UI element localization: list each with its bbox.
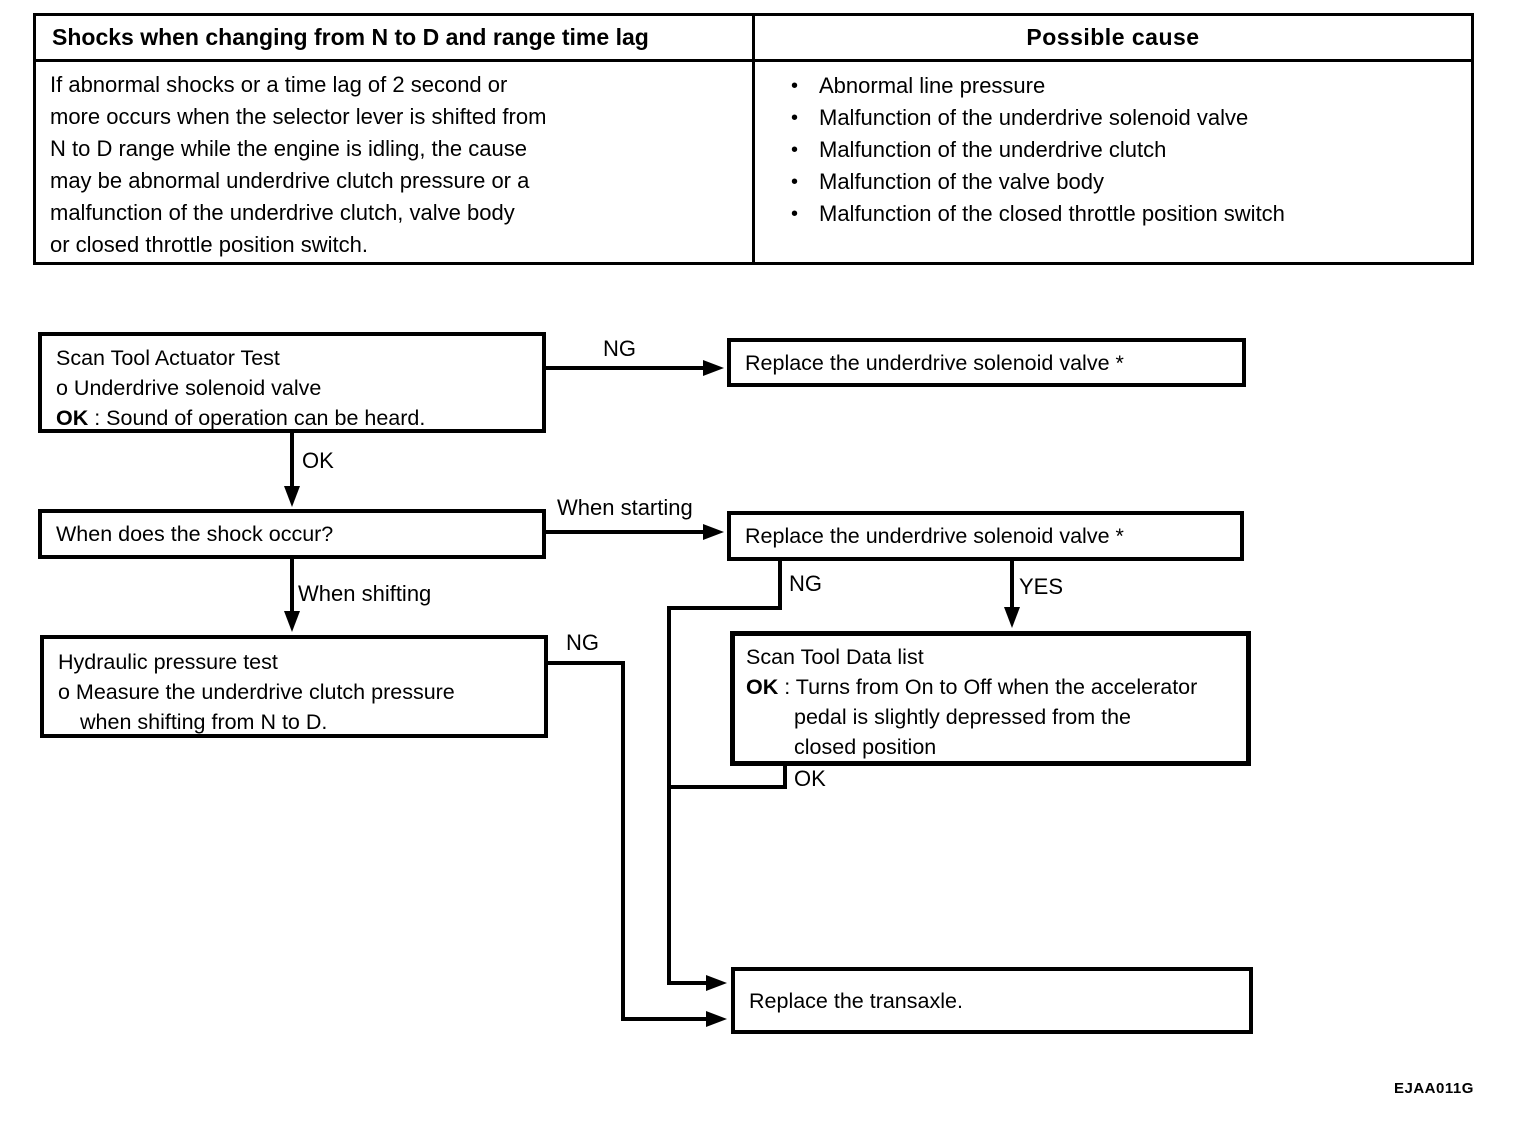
symptom-line: If abnormal shocks or a time lag of 2 se…	[50, 72, 508, 97]
bullet-icon: •	[791, 171, 799, 193]
symptom-line: malfunction of the underdrive clutch, va…	[50, 200, 515, 225]
label-ng-actuator: NG	[603, 336, 636, 361]
label-ng-solenoid: NG	[789, 571, 822, 596]
box-text: When does the shock occur?	[56, 522, 334, 546]
box-title: Scan Tool Data list	[746, 645, 924, 669]
bullet-icon: •	[791, 75, 799, 97]
cause-item: • Malfunction of the closed throttle pos…	[791, 198, 1461, 230]
box-continuation-line: when shifting from N to D.	[80, 710, 328, 734]
connector-solenoid-ng	[667, 561, 782, 991]
symptom-line: N to D range while the engine is idling,…	[50, 136, 527, 161]
box-title: Hydraulic pressure test	[58, 650, 278, 674]
symptom-line: may be abnormal underdrive clutch pressu…	[50, 168, 530, 193]
box-when-does-shock-occur: When does the shock occur?	[38, 509, 546, 559]
cause-item: • Malfunction of the valve body	[791, 166, 1461, 198]
bullet-icon: •	[791, 139, 799, 161]
box-replace-transaxle: Replace the transaxle.	[731, 967, 1253, 1034]
cause-text: Abnormal line pressure	[819, 73, 1046, 98]
cause-item: • Abnormal line pressure	[791, 70, 1461, 102]
box-scan-tool-actuator-test: Scan Tool Actuator Test o Underdrive sol…	[38, 332, 546, 433]
box-text: Replace the underdrive solenoid valve *	[745, 524, 1124, 548]
cause-text: Malfunction of the underdrive clutch	[819, 137, 1167, 162]
bullet-icon: •	[791, 107, 799, 129]
connector-datalist-ok	[669, 766, 787, 789]
box-ok-line: OK : Turns from On to Off when the accel…	[746, 672, 1246, 702]
connector-hydraulic-ng	[547, 661, 727, 1027]
box-scan-tool-data-list: Scan Tool Data list OK : Turns from On t…	[730, 631, 1251, 766]
box-replace-solenoid-mid: Replace the underdrive solenoid valve *	[727, 511, 1244, 561]
box-replace-solenoid-top: Replace the underdrive solenoid valve *	[727, 338, 1246, 387]
ok-text: : Sound of operation can be heard.	[88, 406, 426, 430]
symptom-body-cell: If abnormal shocks or a time lag of 2 se…	[36, 62, 755, 262]
cause-item: • Malfunction of the underdrive clutch	[791, 134, 1461, 166]
box-text: Replace the transaxle.	[749, 988, 963, 1013]
label-yes-solenoid: YES	[1019, 574, 1064, 599]
cause-list: • Abnormal line pressure • Malfunction o…	[755, 62, 1471, 262]
box-item: o Measure the underdrive clutch pressure	[58, 680, 455, 704]
bullet-icon: •	[791, 203, 799, 225]
ok-prefix: OK	[746, 675, 779, 699]
cause-item: • Malfunction of the underdrive solenoid…	[791, 102, 1461, 134]
ok-prefix: OK	[56, 406, 89, 430]
cause-text: Malfunction of the valve body	[819, 169, 1104, 194]
box-text: Replace the underdrive solenoid valve *	[745, 350, 1124, 375]
symptom-header-cell: Shocks when changing from N to D and ran…	[36, 16, 755, 62]
figure-id: EJAA011G	[1394, 1080, 1474, 1097]
label-ok-actuator: OK	[302, 448, 334, 473]
box-continuation-line: closed position	[794, 735, 937, 759]
box-hydraulic-pressure-test: Hydraulic pressure test o Measure the un…	[40, 635, 548, 738]
box-item: o Underdrive solenoid valve	[56, 376, 322, 400]
ok-text: : Turns from On to Off when the accelera…	[778, 675, 1198, 699]
box-ok-line: OK : Sound of operation can be heard.	[42, 403, 542, 433]
cause-text: Malfunction of the closed throttle posit…	[819, 201, 1285, 226]
cause-text: Malfunction of the underdrive solenoid v…	[819, 105, 1249, 130]
symptom-line: more occurs when the selector lever is s…	[50, 104, 547, 129]
label-ng-hydraulic: NG	[566, 630, 599, 655]
label-when-starting: When starting	[557, 495, 693, 520]
box-title: Scan Tool Actuator Test	[56, 346, 280, 370]
symptom-cause-table: Shocks when changing from N to D and ran…	[33, 13, 1474, 265]
label-ok-data-list: OK	[794, 766, 826, 791]
label-when-shifting: When shifting	[298, 581, 432, 606]
symptom-line: or closed throttle position switch.	[50, 232, 368, 257]
box-continuation-line: pedal is slightly depressed from the	[794, 705, 1132, 729]
cause-header-cell: Possible cause	[755, 16, 1471, 62]
